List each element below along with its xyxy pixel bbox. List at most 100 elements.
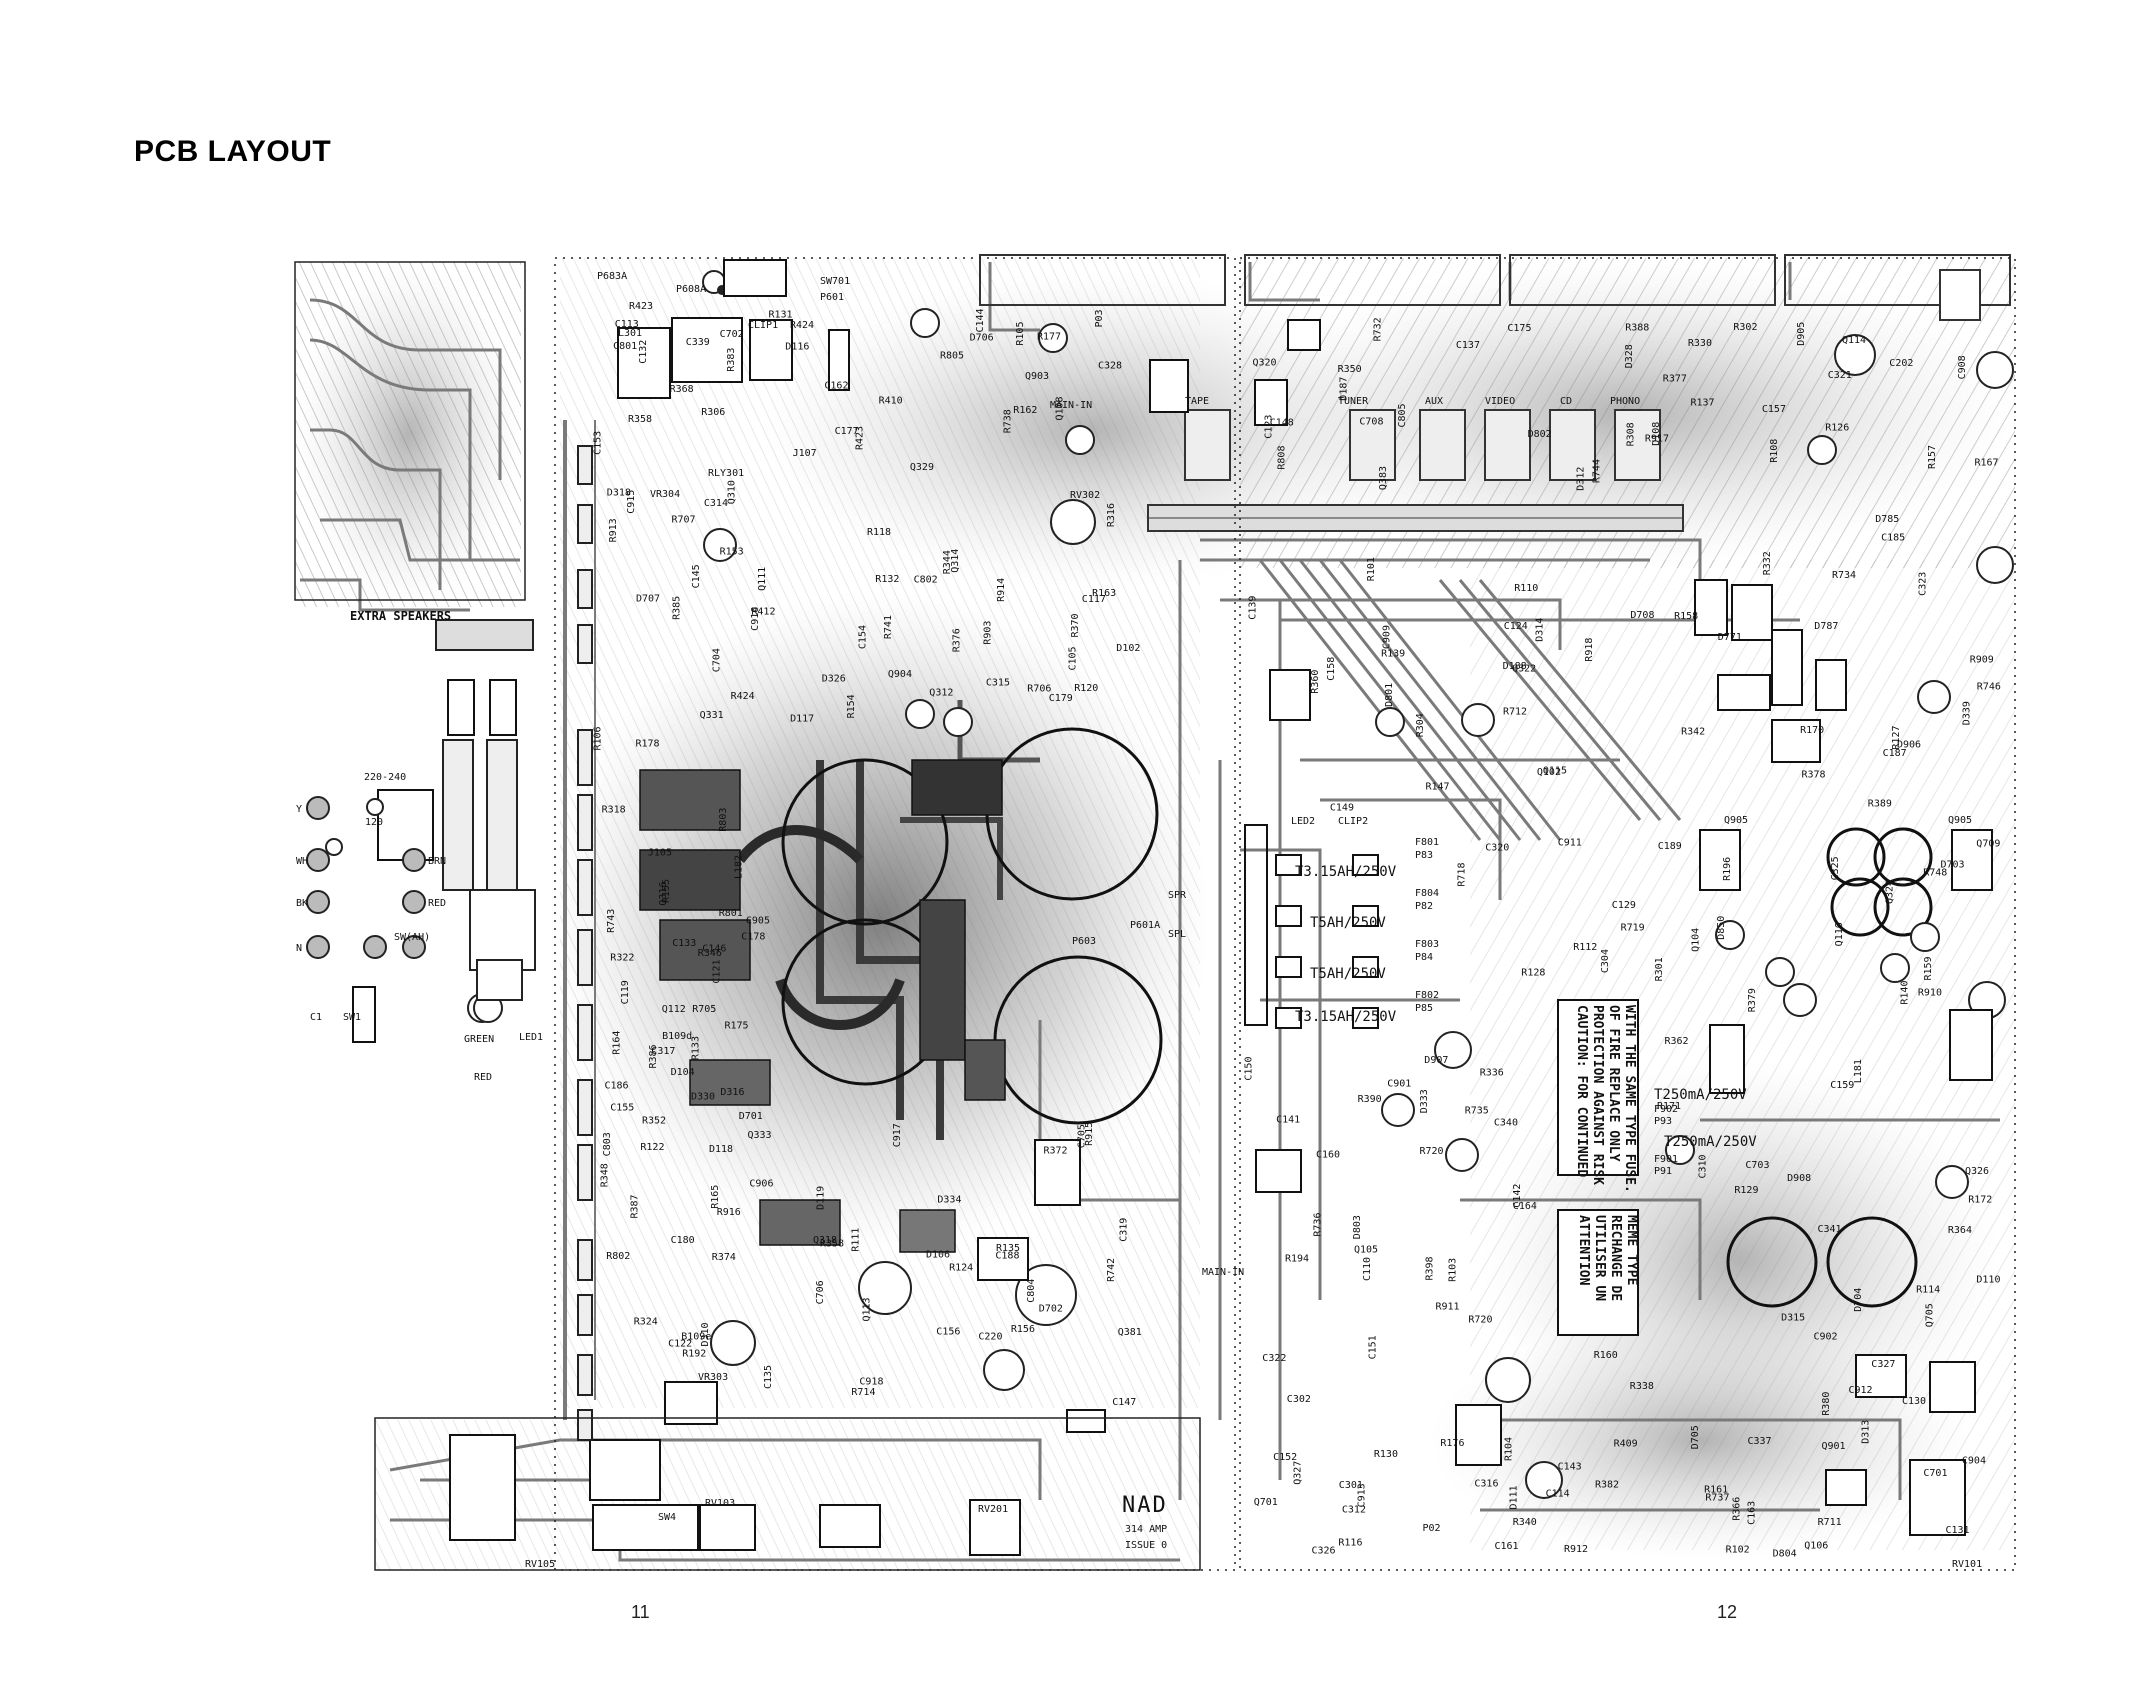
component-designator: D707 xyxy=(636,593,660,604)
component-designator: R194 xyxy=(1285,1254,1309,1265)
component-designator: C321 xyxy=(1828,370,1852,381)
component-designator: C909 xyxy=(1382,625,1393,649)
component-designator: R385 xyxy=(672,596,683,620)
label-wire-bk: BK xyxy=(296,898,308,909)
component-designator: Q701 xyxy=(1254,1497,1278,1508)
component-designator: R137 xyxy=(1691,397,1715,408)
component-designator: C301 xyxy=(1339,1480,1363,1491)
component-designator: R382 xyxy=(1595,1480,1619,1491)
component-designator: R178 xyxy=(636,738,660,749)
component-designator: R805 xyxy=(940,350,964,361)
component-designator: R913 xyxy=(608,518,619,542)
component-designator: R380 xyxy=(1821,1392,1832,1416)
component-designator: R118 xyxy=(867,527,891,538)
component-designator: R362 xyxy=(1665,1036,1689,1047)
component-designator: C159 xyxy=(1830,1080,1854,1091)
label-volt-220-240: 220-240 xyxy=(364,772,406,783)
component-designator: R161 xyxy=(1704,1485,1728,1496)
component-designator: C304 xyxy=(1600,949,1611,973)
component-designator: D116 xyxy=(785,342,809,353)
label-p603: P603 xyxy=(1072,936,1096,947)
component-designator: D905 xyxy=(1796,322,1807,346)
label-rly301: RLY301 xyxy=(708,468,744,479)
component-designator: Q111 xyxy=(757,567,768,591)
label-clip2: CLIP2 xyxy=(1338,816,1368,827)
component-designator: C327 xyxy=(1871,1359,1895,1370)
component-designator: R165 xyxy=(710,1185,721,1209)
component-designator: R705 xyxy=(692,1004,716,1015)
component-designator: C143 xyxy=(1558,1461,1582,1472)
component-designator: D108 xyxy=(1651,422,1662,446)
component-designator: C157 xyxy=(1762,404,1786,415)
component-designator: Q326 xyxy=(1965,1166,1989,1177)
component-designator: D330 xyxy=(691,1092,715,1103)
component-designator: B109d xyxy=(662,1031,692,1042)
component-designator: R177 xyxy=(1037,331,1061,342)
component-designator: R802 xyxy=(606,1251,630,1262)
label-p608a: P608A xyxy=(676,284,706,295)
component-designator: D106 xyxy=(926,1249,950,1260)
component-designator: R130 xyxy=(1374,1449,1398,1460)
component-designator: L181 xyxy=(1853,1059,1864,1083)
component-designator: C162 xyxy=(824,381,848,392)
component-designator: C185 xyxy=(1881,533,1905,544)
component-designator: R376 xyxy=(952,628,963,652)
component-designator: C155 xyxy=(610,1103,634,1114)
component-designator: R914 xyxy=(996,578,1007,602)
label-c1: C1 xyxy=(310,1012,322,1023)
component-designator: C135 xyxy=(763,1365,774,1389)
component-designator: C152 xyxy=(1273,1452,1297,1463)
component-designator: R746 xyxy=(1977,682,2001,693)
board-model: 314 AMP xyxy=(1125,1524,1167,1535)
component-designator: R718 xyxy=(1457,863,1468,887)
component-designator: J105 xyxy=(648,847,672,858)
component-designator: R336 xyxy=(1480,1068,1504,1079)
component-designator: C145 xyxy=(691,564,702,588)
component-designator: Q115 xyxy=(1543,766,1567,777)
label-volt-120: 120 xyxy=(365,817,383,828)
component-designator: D187 xyxy=(1338,377,1349,401)
component-designator: R133 xyxy=(690,1036,701,1060)
component-designator: R911 xyxy=(1436,1302,1460,1313)
component-designator: D104 xyxy=(671,1067,695,1078)
fuse-rating: T3.15AH/250V xyxy=(1295,1009,1397,1025)
component-designator: C906 xyxy=(749,1178,773,1189)
component-designator: R105 xyxy=(1015,322,1026,346)
component-designator: Q108 xyxy=(1054,396,1065,420)
component-designator: C139 xyxy=(1247,596,1258,620)
component-designator: C314 xyxy=(704,498,728,509)
component-designator: C158 xyxy=(1326,657,1337,681)
caution-line-3: OF FIRE REPLACE ONLY xyxy=(1606,1005,1621,1162)
component-designator: C121 xyxy=(712,960,723,984)
rect-parts xyxy=(352,259,1993,1556)
component-designator: R140 xyxy=(1899,981,1910,1005)
fuse-ref2: P85 xyxy=(1415,1003,1433,1014)
fuse-ref2: P82 xyxy=(1415,901,1433,912)
component-designator: C908 xyxy=(1957,355,1968,379)
component-designator: R735 xyxy=(1465,1106,1489,1117)
component-designator: D314 xyxy=(1534,618,1545,642)
component-designator: P02 xyxy=(1423,1523,1441,1534)
label-rv201: RV201 xyxy=(978,1504,1008,1515)
component-designator: C917 xyxy=(892,1123,903,1147)
component-designators: R423R424R352R358R302R304R301C302C301R306… xyxy=(593,308,2001,1559)
component-designator: R170 xyxy=(1800,725,1824,736)
component-designator: D906 xyxy=(1897,740,1921,751)
component-designator: R112 xyxy=(1573,942,1597,953)
label-sw-ah: SW(AH) xyxy=(394,932,430,943)
component-designator: C179 xyxy=(1049,693,1073,704)
component-designator: R139 xyxy=(1381,649,1405,660)
component-designator: C322 xyxy=(1262,1353,1286,1364)
component-designator: R322 xyxy=(610,953,634,964)
component-designator: R102 xyxy=(1726,1544,1750,1555)
component-designator: D804 xyxy=(1773,1548,1797,1559)
component-designator: C337 xyxy=(1748,1436,1772,1447)
component-designator: R712 xyxy=(1503,707,1527,718)
label-wire-n: N xyxy=(296,943,302,954)
component-designator: D313 xyxy=(1860,1420,1871,1444)
input-tuner: TUNER xyxy=(1338,396,1369,407)
fuse-ref: F804 xyxy=(1415,888,1439,899)
input-video: VIDEO xyxy=(1485,396,1515,407)
component-designator: C702 xyxy=(720,329,744,340)
